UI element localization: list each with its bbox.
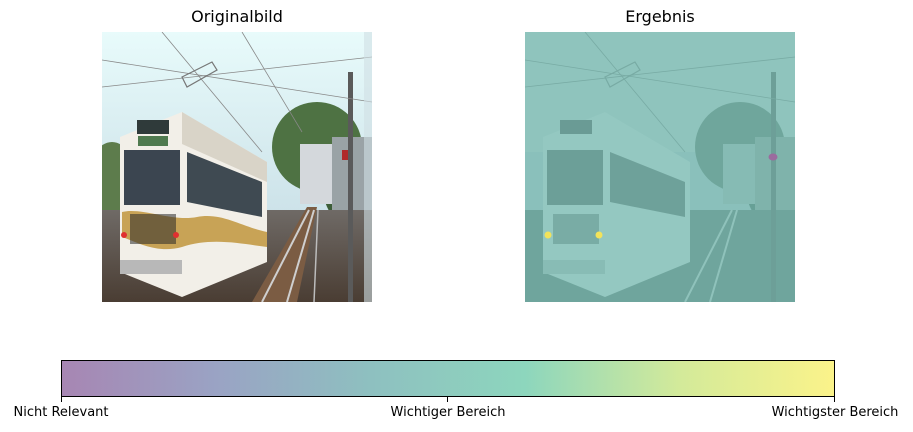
colorbar — [61, 360, 835, 397]
colorbar-label-mid: Wichtiger Bereich — [390, 405, 506, 420]
result-image-title: Ergebnis — [625, 7, 695, 26]
colorbar-tick-min — [61, 397, 62, 402]
colorbar-label-max: Wichtigster Bereich — [771, 405, 899, 420]
highlight-spot-left — [544, 231, 552, 239]
result-image — [525, 32, 795, 302]
colorbar-tick-max — [834, 397, 835, 402]
colorbar-label-min: Nicht Relevant — [13, 405, 109, 420]
original-image — [102, 32, 372, 302]
highlight-spot-signal — [768, 153, 778, 161]
colorbar-tick-mid — [447, 397, 448, 402]
original-image-title: Originalbild — [191, 7, 283, 26]
highlight-spot-right — [595, 231, 603, 239]
